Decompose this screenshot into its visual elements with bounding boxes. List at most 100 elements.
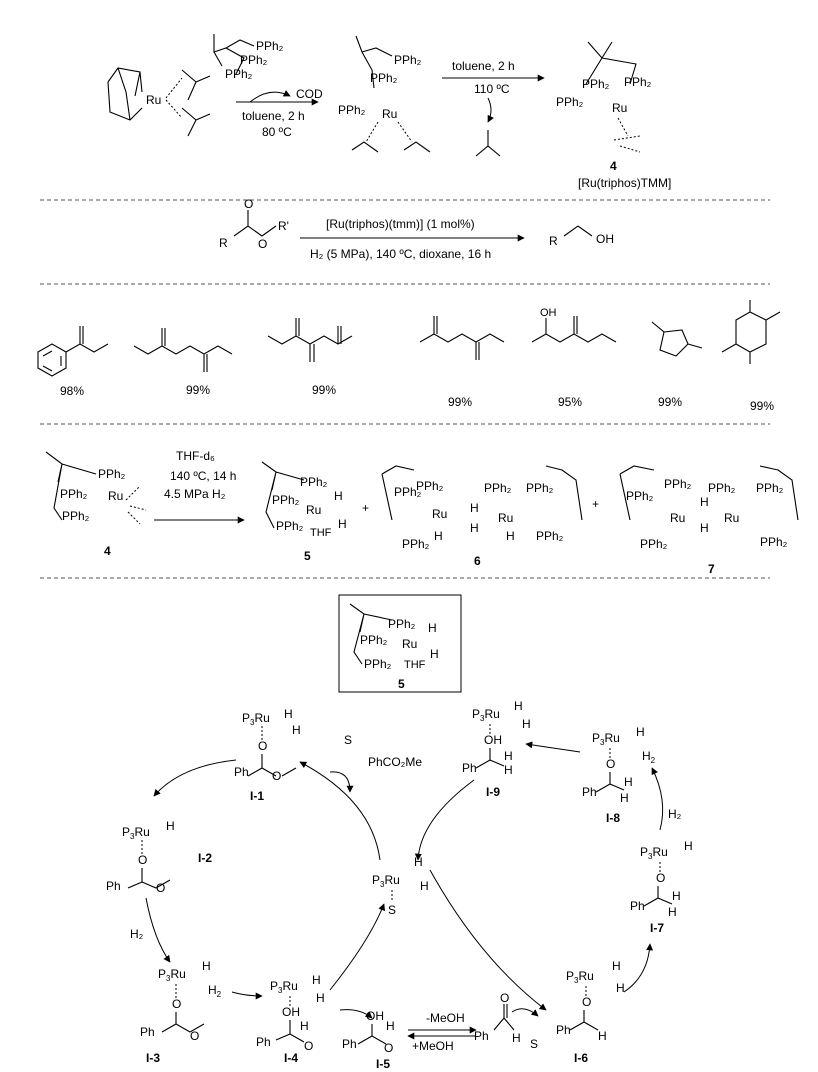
svg-text:H: H — [504, 749, 513, 763]
reagent-pph2-low: PPh₂ — [225, 67, 253, 81]
svg-text:O: O — [582, 995, 591, 1009]
svg-text:PPh₂: PPh₂ — [62, 509, 90, 523]
svg-text:Ru: Ru — [498, 511, 513, 525]
svg-text:PPh₂: PPh₂ — [582, 77, 610, 91]
h2-label-2: H₂ — [668, 807, 682, 821]
svg-text:PPh₂: PPh₂ — [664, 477, 692, 491]
svg-text:H: H — [316, 991, 325, 1005]
substrate-entry-arrow — [329, 771, 354, 793]
yield-7: 99% — [750, 399, 774, 413]
cycle-arrow-7-8 — [651, 767, 664, 831]
svg-text:Ph: Ph — [234, 765, 249, 779]
substrate-valerolactone — [651, 321, 703, 357]
svg-text:O: O — [258, 739, 267, 753]
synthesis-scheme: Ru PPh₂ PPh₂ PPh₂ COD toluene, 2 h 80 ºC… — [107, 34, 671, 190]
svg-text:H: H — [700, 495, 709, 509]
svg-text:P3Ru: P3Ru — [472, 707, 500, 723]
svg-text:PPh₂: PPh₂ — [402, 537, 430, 551]
svg-text:O: O — [500, 991, 509, 1005]
product-name: [Ru(triphos)TMM] — [578, 176, 671, 190]
plus-2: + — [592, 497, 599, 511]
svg-text:H: H — [434, 529, 443, 543]
svg-text:H: H — [512, 1031, 521, 1045]
svg-text:P3Ru: P3Ru — [122, 825, 150, 841]
svg-text:PPh₂: PPh₂ — [338, 103, 366, 117]
svg-text:H: H — [598, 1029, 607, 1043]
substrate-lactide — [721, 300, 781, 364]
svg-text:Ph: Ph — [462, 761, 477, 775]
hydrogenation-conditions: H₂ (5 MPa), 140 ºC, dioxane, 16 h — [310, 247, 491, 261]
svg-text:Ph: Ph — [582, 785, 597, 799]
svg-text:Ru: Ru — [306, 503, 321, 517]
label-i7: I-7 — [650, 921, 664, 935]
alcohol-oh: OH — [596, 232, 614, 246]
svg-text:Ph: Ph — [140, 1025, 155, 1039]
yield-3: 99% — [312, 383, 336, 397]
boxed-complex-5: PPh₂ PPh₂ PPh₂ Ru H H THF 5 — [338, 594, 462, 693]
svg-text:P3Ru: P3Ru — [242, 711, 270, 727]
svg-text:P3Ru: P3Ru — [158, 967, 186, 983]
svg-text:PPh₂: PPh₂ — [98, 467, 126, 481]
cycle-arrow-9-cat — [414, 779, 475, 861]
product-4-structure: PPh₂ PPh₂ PPh₂ Ru 4 [Ru(triphos)TMM] — [556, 41, 671, 190]
triphos-ru-intermediate: PPh₂ PPh₂ PPh₂ Ru — [338, 35, 431, 153]
svg-text:O: O — [384, 1041, 393, 1055]
svg-text:Ph: Ph — [630, 899, 645, 913]
intermediate-i3: P3Ru H H2 O Ph O I-3 — [140, 959, 222, 1065]
svg-text:OH: OH — [484, 733, 502, 747]
svg-text:PPh₂: PPh₂ — [394, 53, 422, 67]
cycle-arrow-4-5 — [339, 1009, 373, 1019]
intermediate-i2: P3Ru H O Ph O I-2 — [106, 819, 212, 895]
svg-text:H2: H2 — [642, 749, 656, 765]
svg-text:PPh₂: PPh₂ — [556, 95, 584, 109]
start-complex-4: PPh₂ PPh₂ PPh₂ Ru 4 — [45, 451, 147, 558]
intermediate-i4: P3Ru H H OH Ph H O I-4 — [256, 973, 325, 1065]
cycle-arrow-4-cat — [329, 903, 385, 991]
solvent-s-1: S — [344, 733, 352, 747]
box-label-5: 5 — [398, 677, 405, 691]
hydrogenation-scheme: R O O R' [Ru(triphos)(tmm)] (1 mol%) H₂ … — [219, 197, 614, 261]
svg-text:PPh₂: PPh₂ — [536, 529, 564, 543]
svg-text:H: H — [334, 489, 343, 503]
svg-text:PPh₂: PPh₂ — [708, 481, 736, 495]
benzaldehyde: O Ph H — [474, 991, 521, 1045]
svg-text:H: H — [612, 959, 621, 973]
svg-text:Ru: Ru — [382, 107, 397, 121]
yield-4: 99% — [448, 395, 472, 409]
svg-text:THF: THF — [404, 659, 426, 671]
product-number-4: 4 — [610, 159, 617, 173]
h2-label-1: H₂ — [130, 927, 144, 941]
svg-text:H: H — [522, 717, 531, 731]
svg-text:Ph: Ph — [474, 1029, 489, 1043]
svg-text:H: H — [684, 839, 693, 853]
substrate-phco2me: PhCO₂Me — [368, 755, 422, 769]
svg-text:Ph: Ph — [556, 1023, 571, 1037]
svg-text:Ru: Ru — [402, 637, 417, 651]
svg-text:H: H — [292, 723, 301, 737]
svg-text:PPh₂: PPh₂ — [60, 487, 88, 501]
complex-7-structure: PPh₂ PPh₂ Ru PPh₂ PPh₂ Ru H H PPh₂ PPh₂ … — [619, 465, 799, 576]
svg-text:H: H — [284, 707, 293, 721]
substrate-ethyl-hydroxybutanoate: OH — [531, 307, 617, 343]
cycle-arrow-cat-6 — [429, 869, 547, 1011]
label-5: 5 — [304, 549, 311, 563]
svg-text:H: H — [504, 763, 513, 777]
cycle-arrow-6-7 — [623, 943, 654, 993]
svg-text:H: H — [312, 973, 321, 987]
svg-text:PPh₂: PPh₂ — [272, 493, 300, 507]
svg-text:P3Ru: P3Ru — [270, 979, 298, 995]
label-i4: I-4 — [284, 1051, 298, 1065]
svg-text:PPh₂: PPh₂ — [626, 489, 654, 503]
svg-text:H: H — [470, 521, 479, 535]
svg-text:H: H — [668, 905, 677, 919]
svg-text:H: H — [506, 529, 515, 543]
active-catalyst: P3Ru H H S — [372, 855, 429, 917]
reagent-pph2-mid: PPh₂ — [240, 53, 268, 67]
label-i2: I-2 — [198, 851, 212, 865]
cycle-arrow-3-4 — [231, 991, 263, 1000]
label-7: 7 — [708, 562, 715, 576]
intermediate-i7: P3Ru H O Ph H H I-7 — [630, 839, 693, 935]
svg-text:PPh₂: PPh₂ — [388, 617, 416, 631]
ru-cod-complex: Ru — [107, 67, 211, 137]
